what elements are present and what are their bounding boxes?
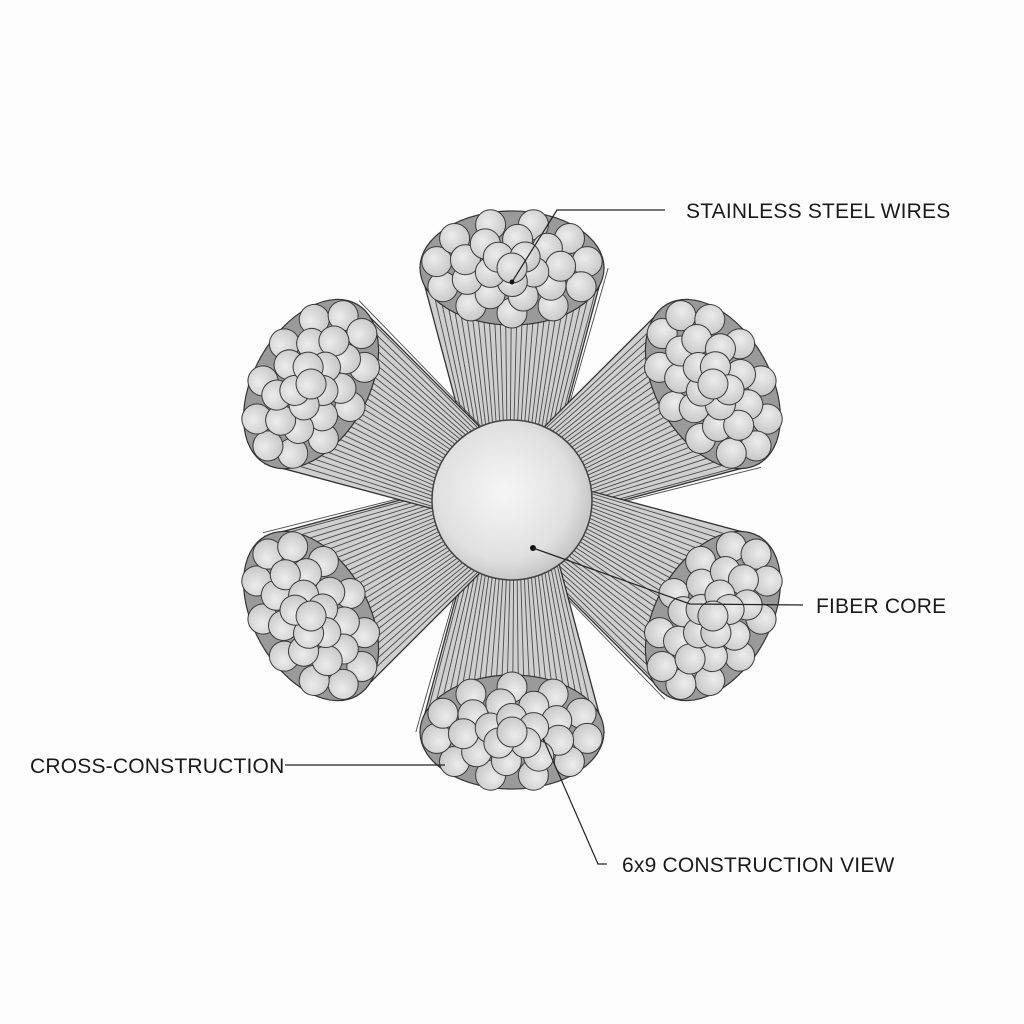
stainless-pointer-dot bbox=[509, 279, 515, 285]
wire-end bbox=[295, 368, 327, 400]
label-construction-view: 6x9 CONSTRUCTION VIEW bbox=[622, 854, 895, 877]
wire-end bbox=[496, 716, 528, 748]
leader-fiber-core bbox=[532, 547, 804, 606]
label-stainless-steel-wires: STAINLESS STEEL WIRES bbox=[686, 200, 950, 223]
strand-end-cap bbox=[419, 671, 605, 791]
label-fiber-core: FIBER CORE bbox=[816, 595, 946, 618]
strand-top bbox=[419, 209, 609, 501]
wire-end bbox=[727, 564, 759, 596]
wire-end bbox=[681, 323, 713, 355]
wire-end bbox=[311, 645, 343, 677]
leader-construction-view bbox=[542, 737, 607, 865]
wire-end bbox=[447, 718, 479, 750]
strand-end-cap bbox=[241, 298, 380, 470]
strand-end-cap bbox=[419, 209, 605, 329]
strand-end-cap bbox=[241, 530, 380, 702]
wire-end bbox=[545, 250, 577, 282]
leader-stainless-steel-wires bbox=[511, 209, 665, 283]
wire-end bbox=[295, 600, 327, 632]
strand-bottom bbox=[415, 499, 605, 791]
label-cross-construction: CROSS-CONSTRUCTION bbox=[30, 755, 284, 778]
wire-end bbox=[697, 368, 729, 400]
strand-end-cap bbox=[644, 298, 783, 470]
wire-end bbox=[496, 252, 528, 284]
wire-end bbox=[697, 600, 729, 632]
strand-end-cap bbox=[644, 530, 783, 702]
fiber-core bbox=[431, 419, 593, 581]
wire-end bbox=[265, 404, 297, 436]
